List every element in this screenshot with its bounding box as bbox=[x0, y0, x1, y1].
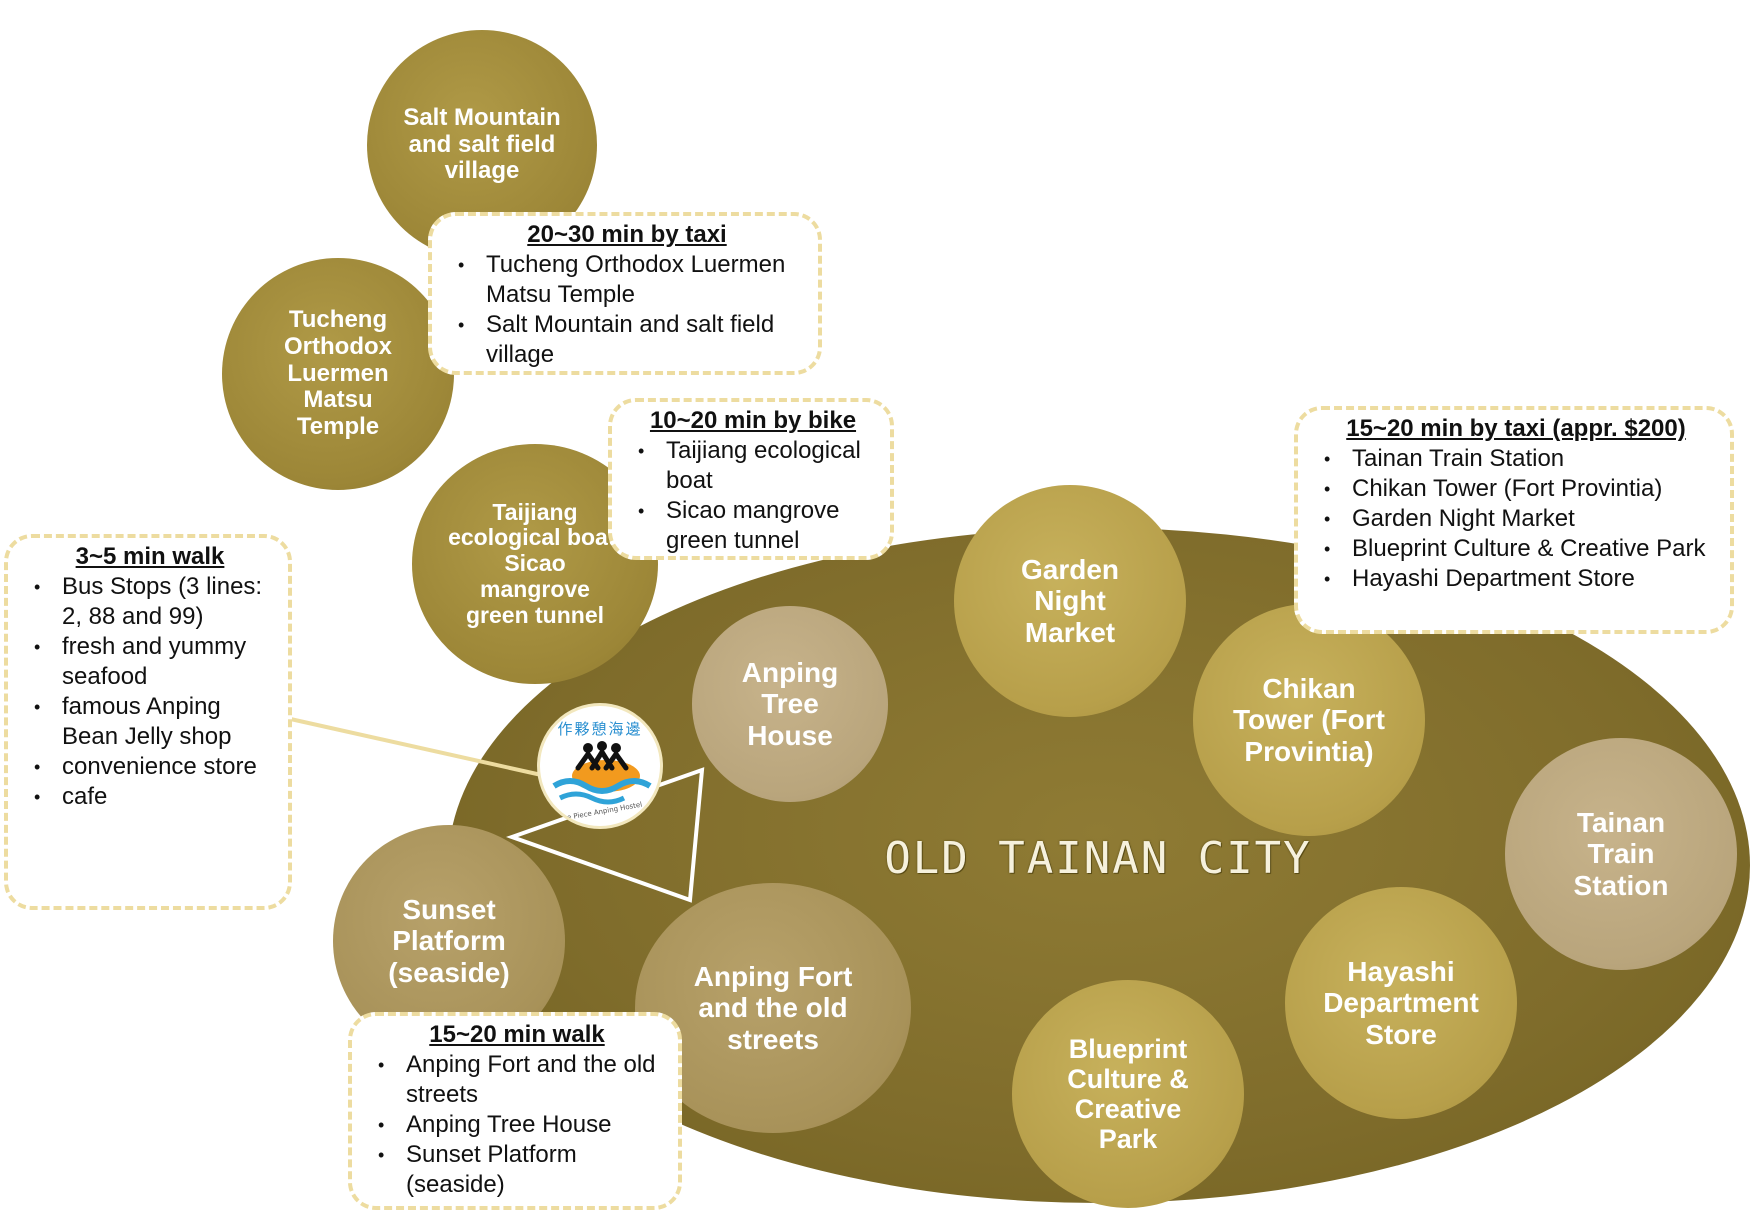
box-taxi-15-20-title: 15~20 min by taxi (appr. $200) bbox=[1346, 415, 1686, 442]
svg-text:One Piece Anping Hostel: One Piece Anping Hostel bbox=[557, 801, 643, 824]
list-item: cafe bbox=[34, 782, 274, 812]
list-item: convenience store bbox=[34, 752, 274, 782]
box-taxi-15-20: 15~20 min by taxi (appr. $200) Tainan Tr… bbox=[1294, 406, 1734, 634]
circle-garden-night-market-label: Garden Night Market bbox=[1020, 553, 1120, 648]
list-item: Hayashi Department Store bbox=[1324, 564, 1716, 594]
circle-tucheng-temple-label: Tucheng Orthodox Luermen Matsu Temple bbox=[284, 305, 392, 441]
box-taxi-20-30-list: Tucheng Orthodox Luermen Matsu Temple Sa… bbox=[450, 250, 804, 370]
circle-anping-fort-label: Anping Fort and the old streets bbox=[693, 960, 853, 1055]
circle-blueprint-label: Blueprint Culture & Creative Park bbox=[1067, 1033, 1189, 1155]
box-taxi-20-30-title: 20~30 min by taxi bbox=[527, 221, 727, 248]
list-item: Sunset Platform (seaside) bbox=[378, 1140, 664, 1200]
circle-blueprint: Blueprint Culture & Creative Park bbox=[1012, 980, 1244, 1208]
circle-taijiang-label: Taijiang ecological boat, Sicao mangrove… bbox=[448, 498, 622, 628]
list-item: famous Anping Bean Jelly shop bbox=[34, 692, 274, 752]
circle-tucheng-temple: Tucheng Orthodox Luermen Matsu Temple bbox=[222, 258, 454, 490]
list-item: Chikan Tower (Fort Provintia) bbox=[1324, 474, 1716, 504]
circle-anping-tree-house: Anping Tree House bbox=[692, 606, 888, 802]
box-bike-10-20: 10~20 min by bike Taijiang ecological bo… bbox=[608, 398, 894, 560]
box-walk-3-5: 3~5 min walk Bus Stops (3 lines: 2, 88 a… bbox=[4, 534, 292, 910]
list-item: Salt Mountain and salt field village bbox=[458, 310, 804, 370]
circle-sunset-platform-label: Sunset Platform (seaside) bbox=[388, 893, 510, 988]
circle-chikan-tower: Chikan Tower (Fort Provintia) bbox=[1193, 604, 1425, 836]
circle-chikan-tower-label: Chikan Tower (Fort Provintia) bbox=[1233, 672, 1385, 767]
hostel-logo: 作夥憩海邊 One Piece Anping Hostel bbox=[537, 703, 663, 829]
circle-garden-night-market: Garden Night Market bbox=[954, 485, 1186, 717]
box-walk-15-20-list: Anping Fort and the old streets Anping T… bbox=[370, 1050, 664, 1200]
box-bike-10-20-title: 10~20 min by bike bbox=[649, 407, 857, 434]
circle-salt-mountain-label: Salt Mountain and salt field village bbox=[403, 103, 561, 185]
box-walk-3-5-list: Bus Stops (3 lines: 2, 88 and 99) fresh … bbox=[26, 572, 274, 812]
circle-tainan-train-station: Tainan Train Station bbox=[1505, 738, 1737, 970]
circle-anping-tree-house-label: Anping Tree House bbox=[741, 656, 839, 751]
list-item: Tainan Train Station bbox=[1324, 444, 1716, 474]
box-walk-15-20: 15~20 min walk Anping Fort and the old s… bbox=[348, 1012, 682, 1210]
svg-text:作夥憩海邊: 作夥憩海邊 bbox=[557, 720, 642, 738]
circle-hayashi-label: Hayashi Department Store bbox=[1323, 955, 1479, 1050]
box-taxi-15-20-list: Tainan Train Station Chikan Tower (Fort … bbox=[1316, 444, 1716, 594]
list-item: Anping Tree House bbox=[378, 1110, 664, 1140]
box-taxi-20-30: 20~30 min by taxi Tucheng Orthodox Luerm… bbox=[428, 212, 822, 375]
list-item: fresh and yummy seafood bbox=[34, 632, 274, 692]
list-item: Tucheng Orthodox Luermen Matsu Temple bbox=[458, 250, 804, 310]
box-bike-10-20-list: Taijiang ecological boat Sicao mangrove … bbox=[630, 436, 876, 556]
connector-line bbox=[285, 716, 547, 778]
hostel-logo-graphic: 作夥憩海邊 One Piece Anping Hostel bbox=[552, 720, 652, 824]
circle-tainan-train-station-label: Tainan Train Station bbox=[1573, 806, 1669, 901]
old-tainan-city-label: OLD TAINAN CITY bbox=[884, 833, 1312, 884]
box-walk-15-20-title: 15~20 min walk bbox=[429, 1021, 605, 1048]
list-item: Taijiang ecological boat bbox=[638, 436, 876, 496]
list-item: Sicao mangrove green tunnel bbox=[638, 496, 876, 556]
list-item: Blueprint Culture & Creative Park bbox=[1324, 534, 1716, 564]
list-item: Anping Fort and the old streets bbox=[378, 1050, 664, 1110]
box-walk-3-5-title: 3~5 min walk bbox=[75, 543, 225, 570]
list-item: Garden Night Market bbox=[1324, 504, 1716, 534]
circle-hayashi: Hayashi Department Store bbox=[1285, 887, 1517, 1119]
circle-anping-fort: Anping Fort and the old streets bbox=[635, 883, 911, 1133]
list-item: Bus Stops (3 lines: 2, 88 and 99) bbox=[34, 572, 274, 632]
